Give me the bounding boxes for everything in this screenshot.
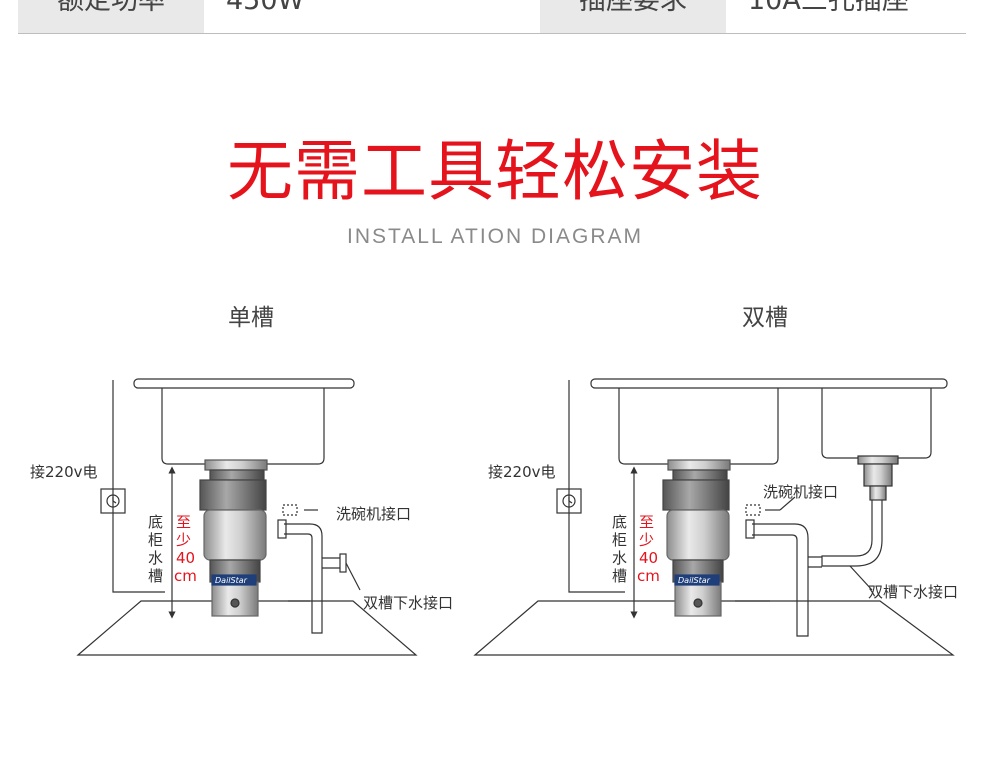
spec-divider: [18, 33, 966, 34]
connector-pipe: [821, 500, 883, 567]
disposer-motor: [666, 509, 730, 561]
spec-label-socket: 插座要求: [540, 0, 726, 33]
double-sink-diagram: [473, 378, 955, 656]
disposer-motor-top: [199, 479, 267, 511]
clearance-label-char: cm: [174, 567, 197, 585]
clearance-label-char: cm: [637, 567, 660, 585]
cabinet-floor: [76, 600, 418, 656]
single-sink-heading: 单槽: [228, 305, 274, 331]
brand-plate: [674, 574, 720, 586]
sink-bowl-left: [618, 388, 779, 465]
double-sink-drain-label: 双槽下水接口: [363, 594, 453, 612]
page-title: 无需工具轻松安装: [227, 133, 763, 210]
sink-bowl-right: [821, 388, 932, 459]
sink-rim: [590, 378, 948, 389]
double-sink-heading: 双槽: [742, 305, 788, 331]
brand-plate-text: DailStar: [215, 576, 248, 585]
clearance-label-char: 至: [639, 513, 654, 531]
drain-pipe: [284, 523, 323, 634]
clearance-label-char: 少: [176, 531, 191, 549]
cabinet-label-char: 底: [612, 513, 627, 531]
sink-bowl: [161, 388, 325, 465]
spec-value-socket: 10A三孔插座: [748, 0, 909, 16]
clearance-label-char: 40: [639, 549, 658, 567]
power-outlet-icon: [556, 488, 582, 514]
brand-plate-text: DailStar: [678, 576, 711, 585]
single-sink-labels: 接220v电 底 柜 水 槽 至 少 40 cm 洗碗机接口 双槽下水接口 Da…: [30, 463, 453, 612]
spec-strip: 额定功率 450W 插座要求 10A三孔插座: [0, 0, 990, 34]
wall-line: [112, 380, 165, 593]
cabinet-label-char: 柜: [148, 531, 163, 549]
clearance-label-char: 至: [176, 513, 191, 531]
sink-rim: [133, 378, 355, 389]
dishwasher-port: [745, 504, 761, 516]
double-sink-labels: 接220v电 底 柜 水 槽 至 少 40 cm 洗碗机接口 双槽下水接口 Da…: [488, 463, 958, 601]
cabinet-label-char: 槽: [612, 567, 627, 585]
wall-line: [568, 380, 625, 593]
brand-plate: [211, 574, 257, 586]
power-label: 接220v电: [488, 463, 556, 481]
spec-label-power: 额定功率: [18, 0, 204, 33]
power-outlet-icon: [100, 488, 126, 514]
cabinet-floor: [473, 600, 955, 656]
disposer-motor: [203, 509, 267, 561]
cabinet-label-char: 柜: [612, 531, 627, 549]
disposer-motor-top: [662, 479, 730, 511]
clearance-label-char: 少: [639, 531, 654, 549]
page-subtitle: INSTALL ATION DIAGRAM: [347, 225, 643, 248]
cabinet-label-char: 水: [148, 549, 163, 567]
dishwasher-port: [282, 504, 298, 516]
drain-pipe: [752, 523, 809, 637]
cabinet-label-char: 槽: [148, 567, 163, 585]
dishwasher-label: 洗碗机接口: [336, 505, 411, 523]
spec-value-power: 450W: [226, 0, 305, 16]
dishwasher-label: 洗碗机接口: [763, 483, 838, 501]
power-label: 接220v电: [30, 463, 98, 481]
cabinet-label-char: 底: [148, 513, 163, 531]
double-sink-drain-label: 双槽下水接口: [868, 583, 958, 601]
cabinet-label-char: 水: [612, 549, 627, 567]
clearance-label-char: 40: [176, 549, 195, 567]
single-sink-diagram: [76, 378, 418, 656]
